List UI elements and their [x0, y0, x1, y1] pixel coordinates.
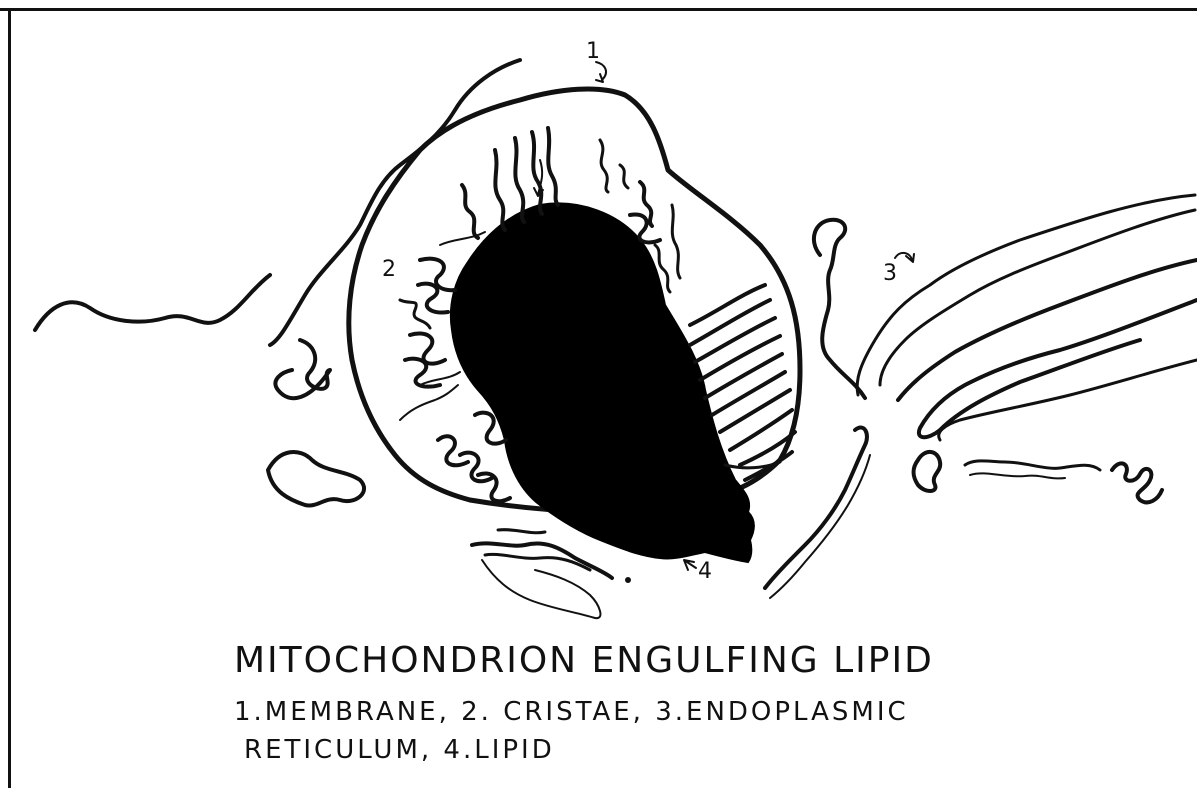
crista — [495, 150, 505, 230]
er-membrane — [482, 560, 600, 618]
lipid-droplet — [451, 203, 754, 562]
callout-lipid: 4 — [625, 559, 712, 584]
crista — [720, 390, 790, 432]
crista — [690, 300, 770, 345]
er-membrane — [765, 428, 867, 588]
er-membrane — [275, 340, 330, 398]
callout-label-lipid: 4 — [698, 559, 712, 584]
figure-title: MITOCHONDRION ENGULFING LIPID — [234, 640, 934, 681]
crista — [620, 165, 628, 188]
crista — [705, 354, 782, 398]
callout-er: 3 — [883, 253, 914, 286]
er-membrane — [268, 452, 364, 506]
crista — [600, 140, 608, 192]
er-membrane — [965, 461, 1100, 470]
er-membrane — [898, 260, 1197, 400]
legend-line-1: 1.MEMBRANE, 2. CRISTAE, 3.ENDOPLASMIC — [234, 693, 909, 731]
er-membrane — [814, 220, 865, 398]
crista — [515, 138, 524, 222]
crista — [460, 453, 492, 482]
callout-arrow — [684, 560, 696, 570]
lipid-dot — [625, 577, 631, 583]
er-membrane — [970, 473, 1065, 478]
crista — [730, 410, 792, 450]
callout-arrow — [596, 62, 606, 82]
crista — [478, 473, 510, 501]
er-membrane — [1112, 463, 1162, 502]
callout-label-cristae: 2 — [382, 257, 396, 282]
figure-legend: 1.MEMBRANE, 2. CRISTAE, 3.ENDOPLASMIC RE… — [234, 693, 909, 769]
callout-label-er: 3 — [883, 261, 897, 286]
er-membrane — [939, 360, 1197, 440]
callout-membrane: 1 — [586, 39, 606, 82]
callout-arrow — [895, 253, 914, 262]
crista — [438, 436, 468, 465]
er-membrane — [880, 210, 1195, 385]
er-membrane — [914, 452, 941, 491]
er-membrane — [35, 275, 270, 330]
crista — [462, 185, 478, 238]
crista — [532, 132, 542, 214]
er-membrane — [919, 300, 1197, 437]
crista — [712, 372, 785, 415]
crista — [690, 285, 765, 325]
legend-line-2: RETICULUM, 4.LIPID — [234, 731, 909, 769]
crista — [548, 128, 558, 205]
crista — [400, 385, 458, 420]
er-membrane — [498, 530, 545, 533]
crista — [672, 205, 680, 278]
crista — [695, 318, 775, 362]
callout-label-membrane: 1 — [586, 39, 600, 64]
crista — [700, 336, 780, 380]
